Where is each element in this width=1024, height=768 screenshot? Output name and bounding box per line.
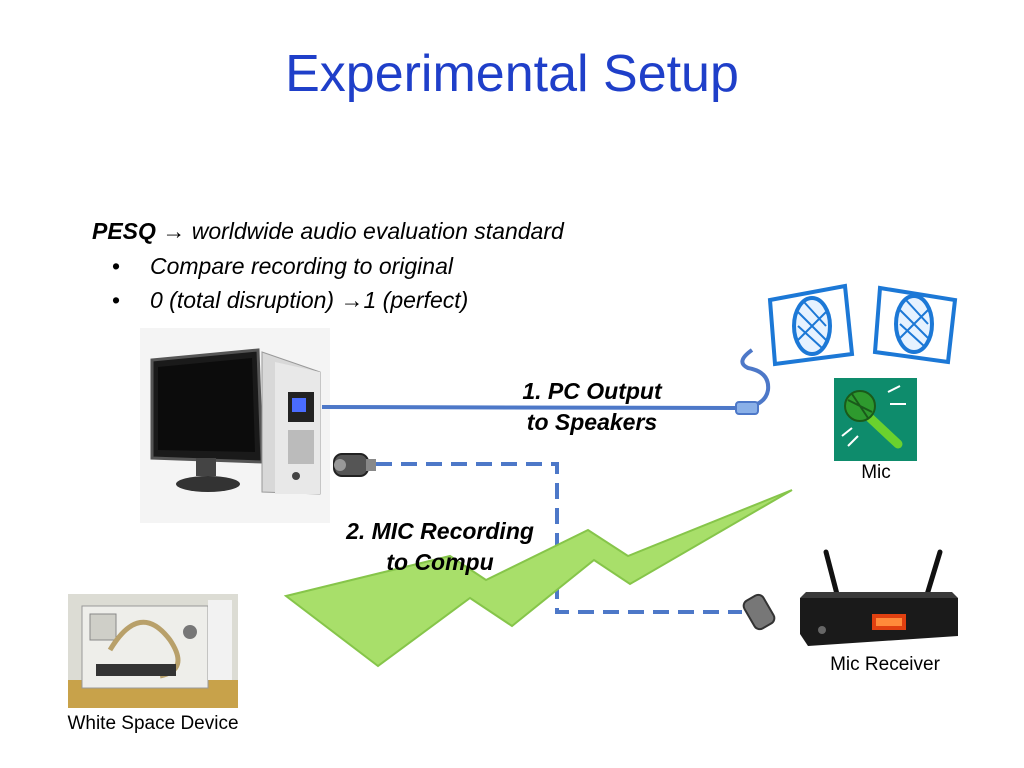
plug-icon (735, 401, 759, 415)
xlr-connector-icon (333, 453, 376, 477)
pc-output-label-line1: 1. PC Output (522, 378, 662, 404)
pesq-intro: PESQ → worldwide audio evaluation standa… (92, 218, 564, 245)
pc-output-label: 1. PC Output to Speakers (482, 378, 702, 436)
mic-receiver-caption: Mic Receiver (830, 654, 940, 675)
bullet-text: 0 (total disruption) (150, 287, 335, 313)
bullet-icon: • (112, 287, 121, 313)
speakers-icon (767, 283, 958, 367)
wireless-signal-bolt (283, 489, 793, 668)
bullet-item: • 0 (total disruption) →1 (perfect) (112, 287, 468, 314)
bullet-item: • Compare recording to original (112, 253, 453, 280)
arrow-icon: → (162, 218, 186, 244)
mic-icon (834, 378, 917, 461)
pesq-term: PESQ (92, 218, 156, 244)
xlr-connector-icon (742, 593, 776, 631)
mic-recording-label-line1: 2. MIC Recording (346, 518, 534, 544)
mic-caption: Mic (861, 462, 891, 483)
mic-recording-label: 2. MIC Recording to Compu (330, 518, 550, 576)
bullet-text: Compare recording to original (150, 253, 453, 279)
bullet-text-after: 1 (perfect) (363, 287, 469, 313)
pesq-description: worldwide audio evaluation standard (191, 218, 564, 244)
mic-cable (376, 462, 742, 614)
bullet-icon: • (112, 253, 121, 279)
arrow-icon: → (340, 287, 364, 313)
white-space-device-caption: White Space Device (67, 713, 239, 734)
mic-recording-label-line2: to Compu (386, 549, 494, 575)
pc-output-label-line2: to Speakers (526, 409, 658, 435)
computer-icon (140, 328, 330, 523)
white-space-device-photo (68, 594, 238, 708)
mic-receiver-icon (800, 549, 958, 646)
slide-title: Experimental Setup (285, 45, 739, 103)
